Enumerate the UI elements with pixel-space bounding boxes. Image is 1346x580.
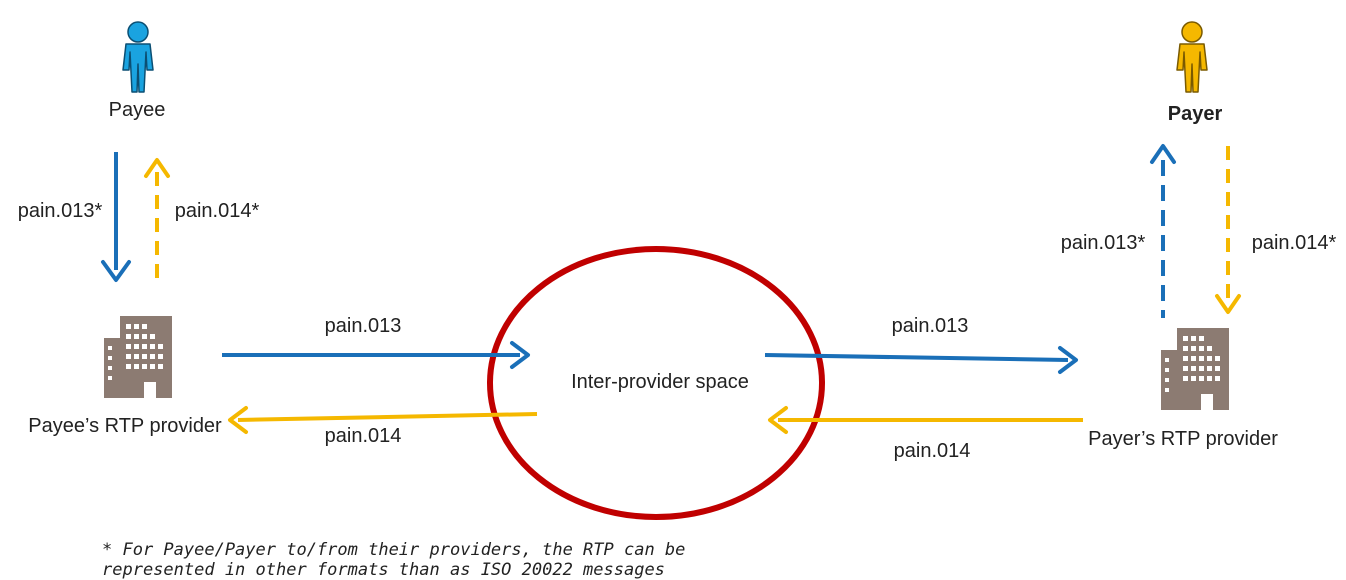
inter-provider-ring — [487, 246, 825, 520]
inter-provider-label: Inter-provider space — [571, 371, 749, 393]
payee-request-label: pain.013* — [18, 200, 103, 222]
payer-response-arrow — [1215, 146, 1241, 314]
payee-request-arrow — [101, 152, 131, 282]
left-response-label: pain.014 — [325, 425, 402, 447]
right-request-arrow — [764, 346, 1078, 374]
left-response-arrow — [228, 406, 538, 434]
payer-request-label: pain.013* — [1061, 232, 1146, 254]
payee-provider-label: Payee’s RTP provider — [28, 415, 222, 437]
right-response-label: pain.014 — [894, 440, 971, 462]
payee-response-arrow — [144, 158, 170, 286]
right-request-label: pain.013 — [892, 315, 969, 337]
payer-person-icon — [1176, 21, 1208, 93]
left-request-label: pain.013 — [325, 315, 402, 337]
footnote-line-1: * For Payee/Payer to/from their provider… — [102, 540, 685, 560]
payee-provider-building-icon — [104, 316, 172, 398]
payee-person-icon — [122, 21, 154, 93]
payer-request-arrow — [1150, 144, 1176, 318]
footnote-line-2: represented in other formats than as ISO… — [102, 560, 665, 580]
payer-response-label: pain.014* — [1252, 232, 1337, 254]
right-response-arrow — [768, 406, 1083, 434]
payee-label: Payee — [109, 99, 166, 121]
payer-label: Payer — [1168, 103, 1223, 125]
left-request-arrow — [222, 341, 530, 369]
payee-response-label: pain.014* — [175, 200, 260, 222]
payer-provider-building-icon — [1161, 328, 1229, 410]
payer-provider-label: Payer’s RTP provider — [1088, 428, 1278, 450]
